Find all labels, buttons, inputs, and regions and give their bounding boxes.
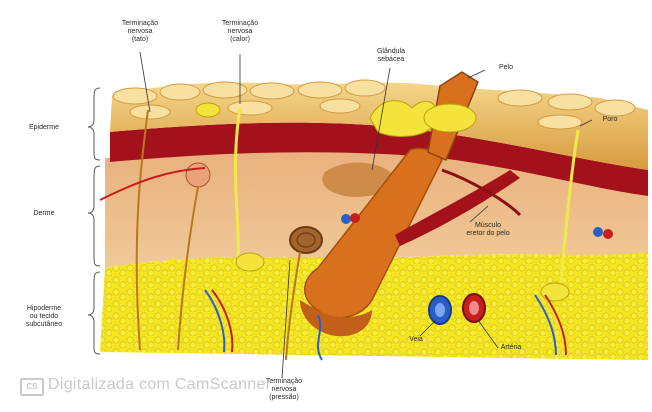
label-hair: Pelo xyxy=(486,64,526,72)
label-nerve-heat-line3: (calor) xyxy=(200,36,280,44)
label-muscle-line1: Músculo xyxy=(448,222,528,230)
label-nerve-heat-line2: nervosa xyxy=(200,28,280,36)
label-nerve-touch-line2: nervosa xyxy=(100,28,180,36)
label-nerve-touch-line1: Terminação xyxy=(100,20,180,28)
label-vein: Veia xyxy=(396,336,436,344)
label-sebaceous-line1: Glândula xyxy=(356,48,426,56)
label-sebaceous-gland: Glândula sebácea xyxy=(356,48,426,64)
label-nerve-pressure-line3: (pressão) xyxy=(244,394,324,402)
artery-cross-section xyxy=(463,294,485,322)
label-sebaceous-line2: sebácea xyxy=(356,56,426,64)
label-pore: Poro xyxy=(590,116,630,124)
label-hypodermis-line2: ou tecido xyxy=(8,313,80,321)
label-muscle-line2: eretor do pelo xyxy=(448,230,528,238)
label-hypodermis-line3: subcutâneo xyxy=(8,321,80,329)
label-nerve-touch-line3: (tato) xyxy=(100,36,180,44)
layer-braces xyxy=(88,88,100,354)
label-artery: Artéria xyxy=(486,344,536,352)
label-hypodermis-line1: Hipoderme xyxy=(8,305,80,313)
label-epidermis: Epiderme xyxy=(8,124,80,132)
label-nerve-heat: Terminação nervosa (calor) xyxy=(200,20,280,44)
vein-cross-section xyxy=(429,296,451,324)
camscanner-logo: CS xyxy=(20,378,44,396)
label-arrector-pili: Músculo eretor do pelo xyxy=(448,222,528,238)
label-nerve-heat-line1: Terminação xyxy=(200,20,280,28)
label-hypodermis: Hipoderme ou tecido subcutâneo xyxy=(8,305,80,329)
label-dermis: Derme xyxy=(8,210,80,218)
label-nerve-touch: Terminação nervosa (tato) xyxy=(100,20,180,44)
watermark-text: Digitalizada com CamScanner xyxy=(48,376,271,394)
